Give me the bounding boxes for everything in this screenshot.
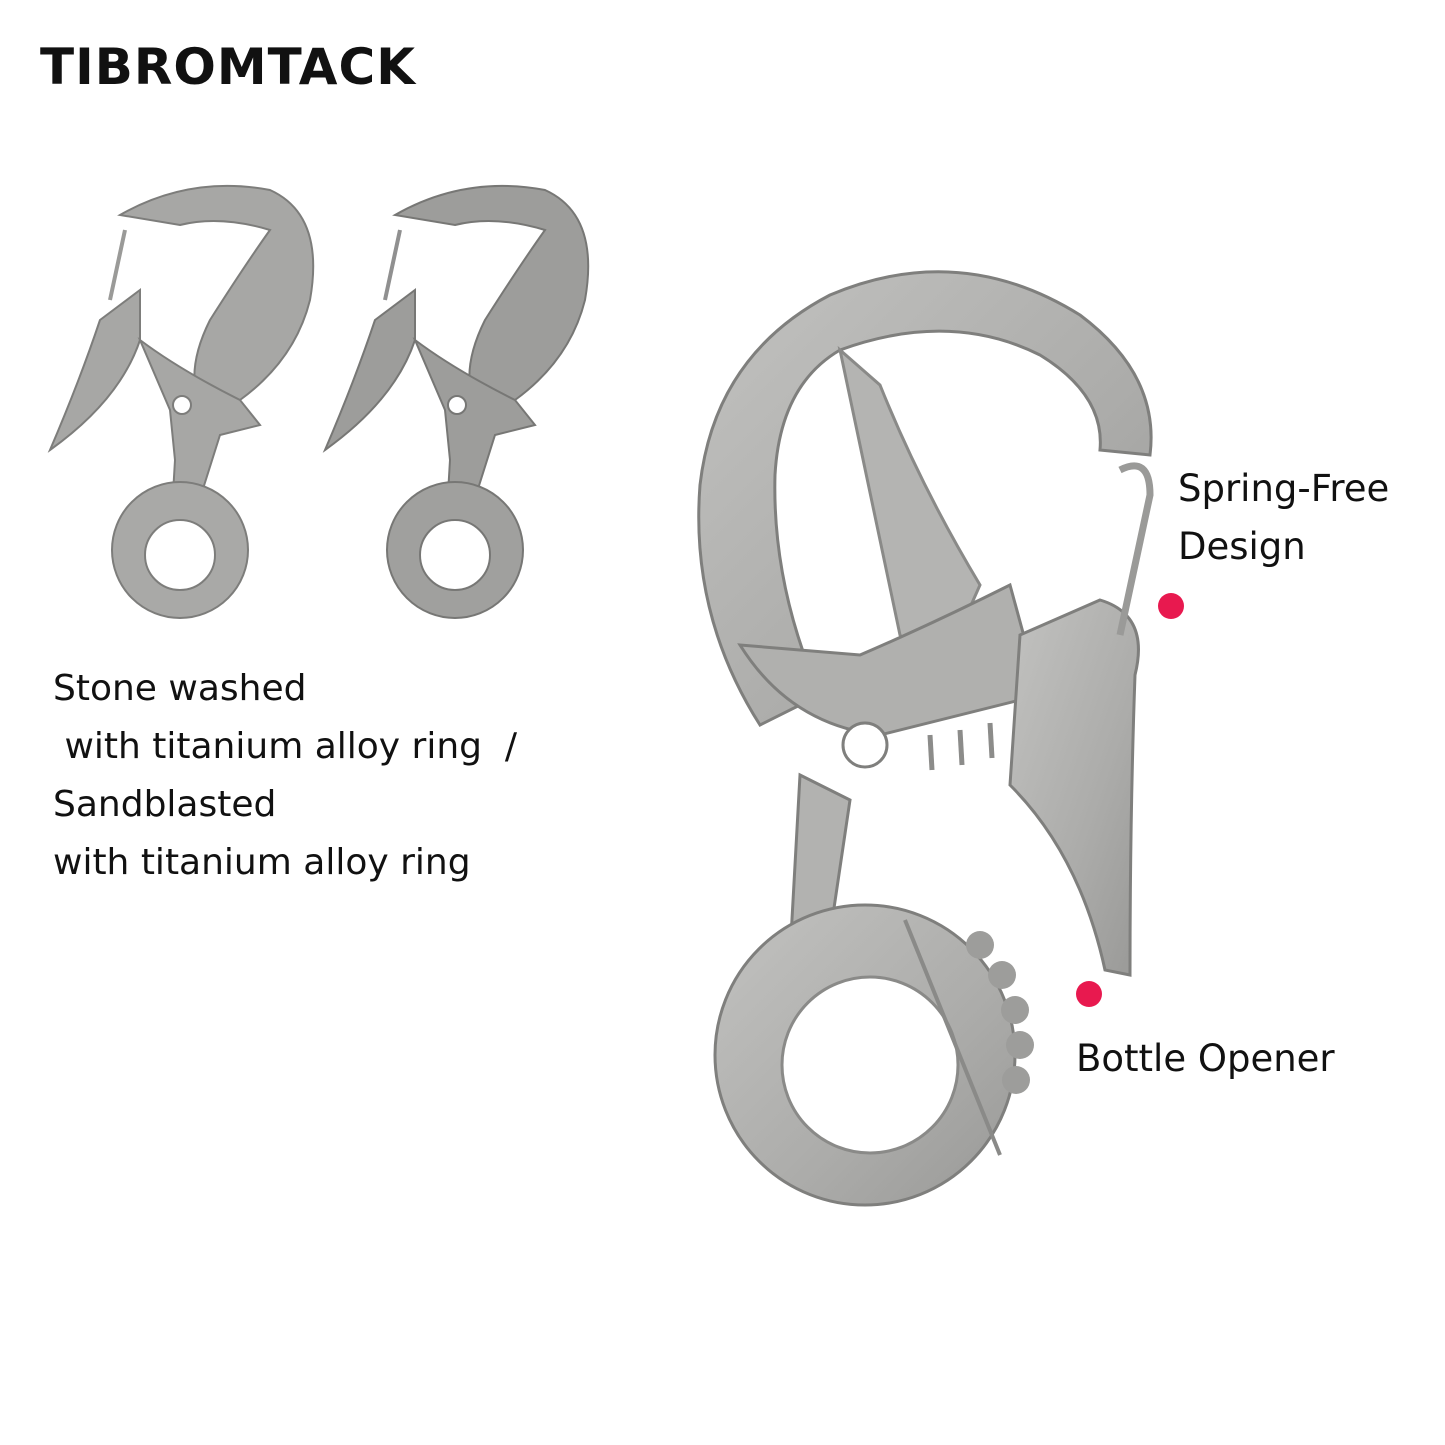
sandblasted-carabiner-image xyxy=(322,184,590,619)
stone-washed-carabiner-image xyxy=(47,184,315,619)
variant-line: with titanium alloy ring xyxy=(53,842,471,883)
variant-line: Stone washed xyxy=(53,668,307,709)
variants-description: Stone washed with titanium alloy ring / … xyxy=(53,660,613,892)
bottle-opener-marker-dot xyxy=(1076,981,1102,1007)
spring-free-callout: Spring-Free Design xyxy=(1178,460,1389,576)
variant-line: Sandblasted xyxy=(53,784,277,825)
brand-logo-text: TIBROMTACK xyxy=(40,38,416,96)
callout-line: Bottle Opener xyxy=(1076,1037,1335,1080)
bottle-opener-callout: Bottle Opener xyxy=(1076,1030,1335,1088)
variant-line: with titanium alloy ring / xyxy=(53,726,518,767)
main-carabiner-image xyxy=(697,270,1154,1207)
callout-line: Design xyxy=(1178,525,1306,568)
callout-line: Spring-Free xyxy=(1178,467,1390,510)
spring-free-marker-dot xyxy=(1158,593,1184,619)
